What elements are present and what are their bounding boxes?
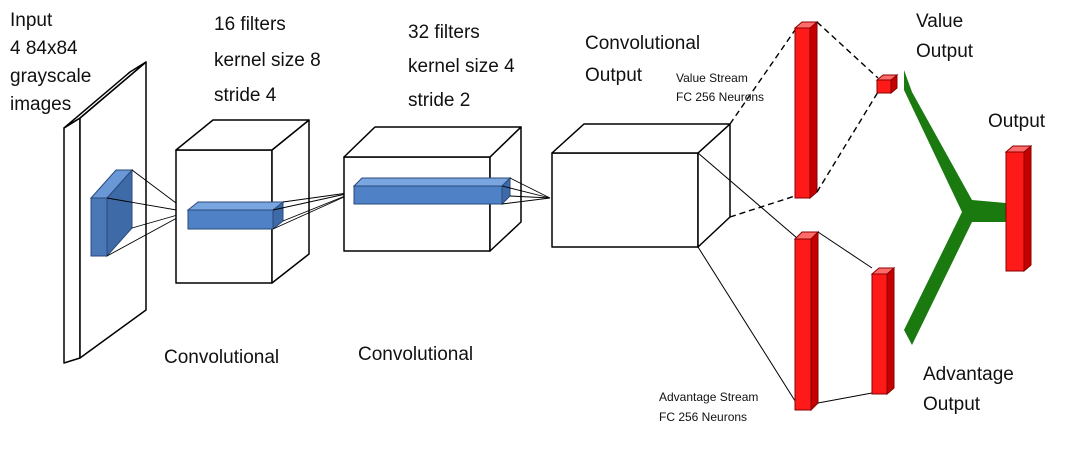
conv1-params-label: 16 filters kernel size 8 stride 4 bbox=[214, 14, 326, 106]
value-output-connectors bbox=[816, 21, 879, 193]
advantage-stream-layer bbox=[793, 230, 820, 412]
merge-aggregator bbox=[904, 70, 1006, 345]
value-output-label: Value Output bbox=[916, 11, 974, 62]
advantage-output-label: Advantage Output bbox=[923, 364, 1019, 415]
value-stream-connectors bbox=[729, 29, 796, 218]
value-stream-label: Value Stream FC 256 Neurons bbox=[676, 71, 764, 104]
advantage-output-layer bbox=[870, 266, 896, 396]
advantage-stream-label: Advantage Stream FC 256 Neurons bbox=[659, 390, 762, 424]
conv-output-volume bbox=[551, 123, 731, 248]
connector-lines-2 bbox=[272, 191, 356, 230]
conv2-params-label: 32 filters kernel size 4 stride 2 bbox=[408, 22, 520, 111]
advantage-output-connectors bbox=[817, 231, 873, 404]
conv-output-label: Convolutional Output bbox=[585, 33, 705, 86]
final-output-label: Output bbox=[988, 111, 1046, 132]
input-label: Input 4 84x84 grayscale images bbox=[10, 10, 97, 115]
input-slab bbox=[63, 61, 147, 364]
value-stream-layer bbox=[793, 20, 819, 200]
conv2-filter-block bbox=[352, 176, 512, 206]
input-filter-block bbox=[89, 168, 134, 258]
conv1-name-label: Convolutional bbox=[164, 347, 279, 368]
conv1-filter-block bbox=[186, 200, 285, 231]
final-output-layer bbox=[1004, 144, 1033, 273]
connector-lines-3 bbox=[501, 177, 551, 205]
value-output-node bbox=[875, 73, 899, 95]
advantage-stream-connectors bbox=[697, 152, 798, 405]
conv2-name-label: Convolutional bbox=[358, 344, 473, 365]
